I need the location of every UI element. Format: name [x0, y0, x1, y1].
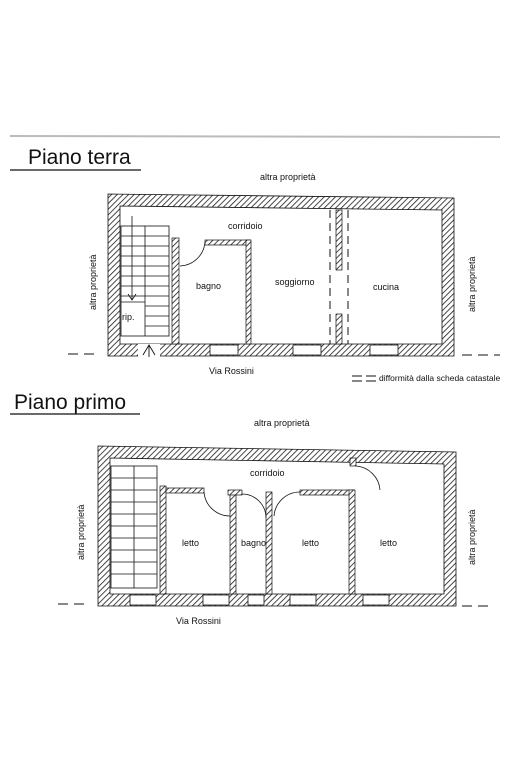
- first-corridor-label: corridoio: [250, 468, 285, 478]
- first-top-neighbour-label: altra proprietà: [254, 418, 310, 428]
- ground-outer-walls: [107, 193, 455, 357]
- ground-staircase: [120, 216, 170, 337]
- first-bath-top-wall: [227, 489, 243, 496]
- first-bedroom2-right-wall: [348, 489, 356, 595]
- ground-kitchen-label: cucina: [373, 282, 399, 292]
- first-bedroom2-top-wall: [299, 489, 355, 496]
- difformity-legend-label: difformità dalla scheda catastale: [379, 373, 501, 383]
- ground-window-1: [209, 344, 239, 356]
- first-bath-right-wall: [265, 491, 273, 595]
- first-window-4: [289, 594, 317, 606]
- first-corridor-top-stub: [349, 457, 357, 467]
- first-bedroom1-top-wall: [165, 487, 205, 494]
- first-bath-door-swing: [241, 493, 267, 519]
- first-bedroom1-right-wall: [229, 491, 237, 595]
- ground-bathroom-label: bagno: [196, 281, 221, 291]
- first-left-neighbour-label: altra proprietà: [76, 504, 86, 560]
- first-staircase: [110, 465, 158, 589]
- first-window-1: [129, 594, 157, 606]
- ground-living-label: soggiorno: [275, 277, 315, 287]
- first-window-3: [247, 594, 265, 606]
- first-corridor-door-swing: [355, 465, 381, 491]
- ground-floor-heading: Piano terra: [28, 146, 131, 169]
- first-bedroom2-door-swing: [273, 491, 301, 517]
- ground-stair-wall: [171, 237, 180, 345]
- ground-right-neighbour-label: altra proprietà: [467, 256, 477, 312]
- ground-bath-top-wall: [204, 239, 251, 246]
- ground-storage-label: rip.: [122, 312, 135, 322]
- scan-edge-line: [9, 135, 501, 138]
- ground-kitchen-wall-upper: [335, 209, 343, 271]
- ground-corridor-label: corridoio: [228, 221, 263, 231]
- ground-floor-plan: Piano terra altra proprietà altra propri…: [10, 146, 501, 383]
- ground-street-label: Via Rossini: [209, 366, 254, 376]
- first-bedroom1-label: letto: [182, 538, 199, 548]
- first-bathroom-label: bagno: [241, 538, 266, 548]
- ground-stair-treads: [121, 235, 169, 327]
- ground-kitchen-wall-lower: [335, 313, 343, 345]
- ground-top-neighbour-label: altra proprietà: [260, 172, 316, 182]
- ground-left-neighbour-label: altra proprietà: [88, 254, 98, 310]
- first-window-5: [362, 594, 390, 606]
- ground-bath-right-wall: [245, 239, 252, 345]
- first-right-neighbour-label: altra proprietà: [467, 509, 477, 565]
- ground-window-3: [369, 344, 399, 356]
- first-bedroom3-label: letto: [380, 538, 397, 548]
- first-stair-wall: [159, 485, 167, 595]
- first-window-2: [202, 594, 230, 606]
- first-bedroom1-door-swing: [203, 491, 231, 517]
- first-stair-treads: [111, 477, 157, 575]
- ground-window-2: [292, 344, 322, 356]
- first-bedroom2-label: letto: [302, 538, 319, 548]
- first-floor-heading: Piano primo: [14, 391, 126, 414]
- first-outer-walls: [97, 445, 457, 607]
- difformity-legend: difformità dalla scheda catastale: [352, 373, 501, 383]
- ground-bath-door-swing: [179, 241, 206, 267]
- first-floor-plan: Piano primo altra proprietà altra propri…: [10, 391, 492, 626]
- first-street-label: Via Rossini: [176, 616, 221, 626]
